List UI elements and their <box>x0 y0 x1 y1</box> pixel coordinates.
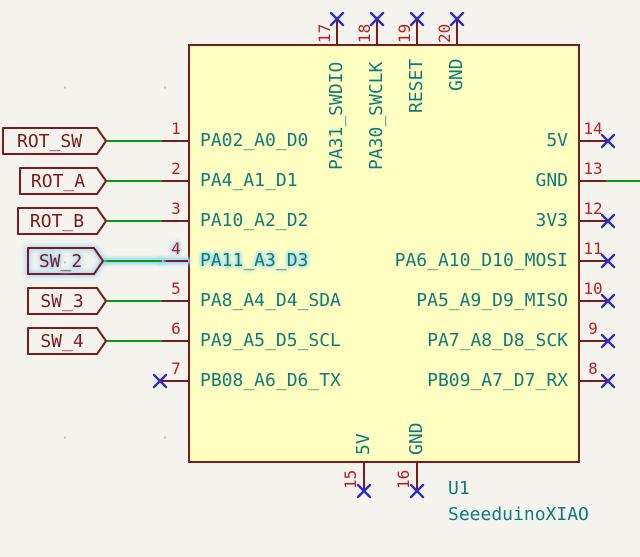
pin-stub-9[interactable] <box>580 340 607 342</box>
label-outline <box>17 207 107 235</box>
pin-name[interactable]: PB09_A7_D7_RX <box>427 370 568 391</box>
pin-number[interactable]: 6 <box>171 319 181 338</box>
pin-name[interactable]: PA7_A8_D8_SCK <box>427 330 568 351</box>
pin-stub-20[interactable] <box>456 19 458 45</box>
pin-name[interactable]: GND <box>406 422 427 455</box>
no-connect-icon[interactable] <box>600 373 616 389</box>
pin-stub-10[interactable] <box>580 300 607 302</box>
net-label-sw-2[interactable]: SW_2 <box>27 247 104 275</box>
no-connect-icon[interactable] <box>600 133 616 149</box>
wire-rot-sw[interactable] <box>106 140 162 142</box>
net-label-text: ROT_B <box>29 210 85 232</box>
pin-name[interactable]: PA4_A1_D1 <box>200 170 298 191</box>
label-outline <box>27 247 104 275</box>
no-connect-icon[interactable] <box>409 483 425 499</box>
pin-number[interactable]: 13 <box>583 159 603 178</box>
label-outline <box>27 287 107 315</box>
no-connect-icon[interactable] <box>409 11 425 27</box>
wire-gnd-13[interactable] <box>606 180 640 182</box>
pin-stub-6[interactable] <box>161 340 188 342</box>
no-connect-icon[interactable] <box>600 293 616 309</box>
pin-number[interactable]: 3 <box>171 199 181 218</box>
pin-stub-3[interactable] <box>161 220 188 222</box>
no-connect-icon[interactable] <box>449 11 465 27</box>
no-connect-icon[interactable] <box>356 483 372 499</box>
no-connect-icon[interactable] <box>329 11 345 27</box>
pin-number[interactable]: 12 <box>583 199 603 218</box>
pin-stub-2[interactable] <box>161 180 188 182</box>
pin-name[interactable]: PA31_SWDIO <box>326 61 347 170</box>
pin-stub-5[interactable] <box>161 300 188 302</box>
no-connect-icon[interactable] <box>600 333 616 349</box>
pin-name[interactable]: PA6_A10_D10_MOSI <box>394 250 568 271</box>
pin-number[interactable]: 14 <box>583 119 603 138</box>
pin-name[interactable]: 3V3 <box>535 210 568 231</box>
pin-stub-13[interactable] <box>580 180 607 182</box>
net-label-sw-3[interactable]: SW_3 <box>27 287 107 315</box>
wire-sw-2[interactable] <box>103 260 162 262</box>
pin-name[interactable]: PB08_A6_D6_TX <box>200 370 341 391</box>
pin-stub-1[interactable] <box>161 140 188 142</box>
pin-number[interactable]: 5 <box>171 279 181 298</box>
net-label-text: SW_4 <box>40 330 84 352</box>
pin-stub-16[interactable] <box>416 463 418 490</box>
pin-stub-15[interactable] <box>363 463 365 490</box>
pin-name[interactable]: 5V <box>546 130 568 151</box>
net-label-text: ROT_SW <box>16 130 83 152</box>
pin-stub-17[interactable] <box>336 19 338 45</box>
pin-name[interactable]: RESET <box>406 58 427 113</box>
component-body[interactable] <box>188 44 580 463</box>
no-connect-icon[interactable] <box>600 253 616 269</box>
wire-rot-a[interactable] <box>106 180 162 182</box>
pin-number[interactable]: 8 <box>588 359 598 378</box>
pin-stub-12[interactable] <box>580 220 607 222</box>
no-connect-icon[interactable] <box>600 213 616 229</box>
pin-name[interactable]: GND <box>446 58 467 91</box>
pin-name[interactable]: PA02_A0_D0 <box>200 130 309 151</box>
reference-designator[interactable]: U1 <box>448 478 470 499</box>
pin-number[interactable]: 9 <box>588 319 598 338</box>
pin-stub-7[interactable] <box>161 380 188 382</box>
label-outline <box>27 327 107 355</box>
pin-name[interactable]: PA30_SWCLK <box>366 61 387 170</box>
component-value[interactable]: SeeeduinoXIAO <box>448 504 589 525</box>
net-label-rot-sw[interactable]: ROT_SW <box>2 127 107 155</box>
pin-number[interactable]: 10 <box>583 279 603 298</box>
pin-name[interactable]: PA11_A3_D3 <box>200 250 309 271</box>
pin-name[interactable]: PA9_A5_D5_SCL <box>200 330 341 351</box>
pin-stub-8[interactable] <box>580 380 607 382</box>
pin-name[interactable]: PA10_A2_D2 <box>200 210 309 231</box>
pin-stub-19[interactable] <box>416 19 418 45</box>
net-label-text: SW_3 <box>40 290 84 312</box>
pin-number[interactable]: 4 <box>171 239 181 258</box>
wire-sw-3[interactable] <box>106 300 162 302</box>
label-outline <box>2 127 107 155</box>
pin-stub-11[interactable] <box>580 260 607 262</box>
net-label-rot-a[interactable]: ROT_A <box>19 167 107 195</box>
net-label-sw-4[interactable]: SW_4 <box>27 327 107 355</box>
pin-name[interactable]: PA5_A9_D9_MISO <box>416 290 568 311</box>
pin-number[interactable]: 11 <box>583 239 603 258</box>
no-connect-icon[interactable] <box>152 373 168 389</box>
pin-number[interactable]: 1 <box>171 119 181 138</box>
pin-stub-18[interactable] <box>376 19 378 45</box>
pin-stub-4[interactable] <box>161 260 188 262</box>
net-label-rot-b[interactable]: ROT_B <box>17 207 107 235</box>
no-connect-icon[interactable] <box>369 11 385 27</box>
pin-number[interactable]: 2 <box>171 159 181 178</box>
pin-name[interactable]: GND <box>535 170 568 191</box>
wire-sw-4[interactable] <box>106 340 162 342</box>
net-label-text: ROT_A <box>30 170 86 192</box>
pin-number[interactable]: 7 <box>171 359 181 378</box>
pin-name[interactable]: PA8_A4_D4_SDA <box>200 290 341 311</box>
wire-rot-b[interactable] <box>106 220 162 222</box>
net-label-text: SW_2 <box>38 250 83 272</box>
label-outline <box>19 167 107 195</box>
pin-name[interactable]: 5V <box>353 433 374 455</box>
pin-stub-14[interactable] <box>580 140 607 142</box>
